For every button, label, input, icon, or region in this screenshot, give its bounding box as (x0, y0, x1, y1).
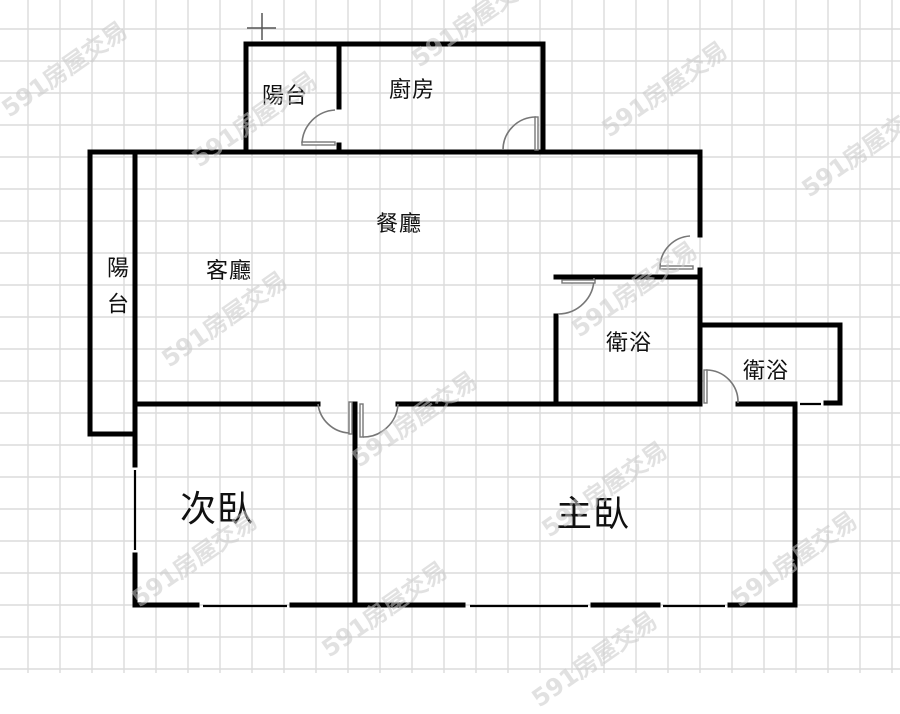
doors (247, 13, 739, 438)
room-label-balcony-top: 陽台 (262, 84, 309, 109)
room-label-living-room: 客廳 (206, 259, 253, 284)
room-label-kitchen: 廚房 (389, 78, 436, 103)
room-label-bathroom-1: 衛浴 (606, 331, 653, 356)
windows (88, 63, 821, 608)
room-label-second-bedroom: 次臥 (180, 489, 255, 530)
room-label-dining-room: 餐廳 (376, 212, 423, 237)
room-label-bathroom-2: 衛浴 (743, 359, 790, 384)
floor-plan (0, 0, 900, 673)
room-label-master-bedroom: 主臥 (556, 494, 631, 535)
room-label-balcony-left: 陽台 (103, 256, 128, 328)
